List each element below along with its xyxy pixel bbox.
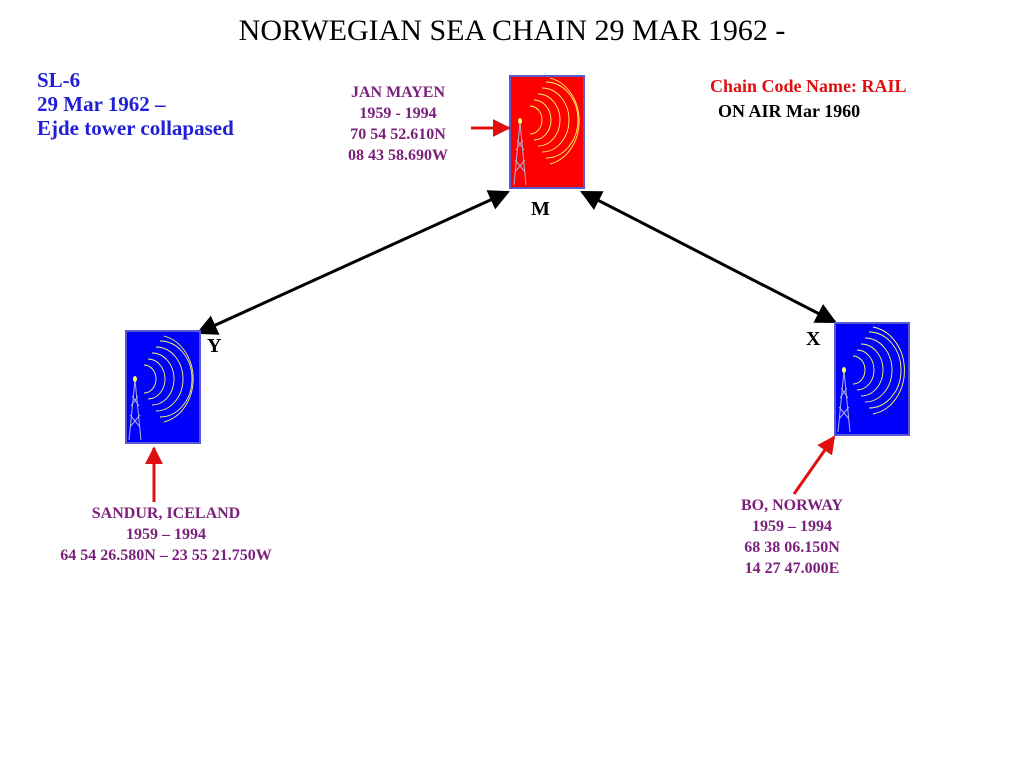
chain-code-name: Chain Code Name: RAIL [710,76,907,96]
y-station-years: 1959 – 1994 [126,526,206,543]
x-station-name: BO, NORWAY [741,497,843,514]
master-station-years: 1959 - 1994 [359,105,437,122]
pointer-arrow-x [792,435,836,495]
master-station-lat: 70 54 52.610N [350,126,446,143]
page-title: NORWEGIAN SEA CHAIN 29 MAR 1962 - [238,14,786,47]
master-station-name: JAN MAYEN [350,84,446,101]
master-station-label: JAN MAYEN 1959 - 1994 70 54 52.610N 08 4… [318,82,478,166]
y-station-name: SANDUR, ICELAND [91,505,241,522]
master-station-box [509,75,585,189]
master-letter: M [531,198,550,220]
radio-tower-icon [529,77,580,165]
x-letter: X [806,328,821,350]
x-station-lon: 14 27 47.000E [744,560,840,577]
x-station-lat: 68 38 06.150N [744,539,840,556]
y-station-box [125,330,201,444]
y-letter: Y [207,335,222,357]
radio-tower-icon [852,326,905,415]
y-station-label: SANDUR, ICELAND 1959 – 1994 64 54 26.580… [16,503,316,566]
x-station-label: BO, NORWAY 1959 – 1994 68 38 06.150N 14 … [712,495,872,579]
baseline-master-y [196,190,510,335]
y-station-coords: 64 54 26.580N – 23 55 21.750W [60,547,272,564]
collapse-note: SL-6 29 Mar 1962 – Ejde tower collapased [37,68,234,140]
note-line-chain-id: SL-6 [37,68,81,92]
x-station-box [834,322,910,436]
master-station-lon: 08 43 58.690W [348,147,448,164]
radio-tower-icon [143,335,194,423]
x-station-years: 1959 – 1994 [752,518,832,535]
note-line-event: Ejde tower collapased [37,116,234,140]
note-line-date: 29 Mar 1962 – [37,92,166,116]
baseline-master-x [580,190,837,324]
on-air-date: ON AIR Mar 1960 [718,101,861,121]
